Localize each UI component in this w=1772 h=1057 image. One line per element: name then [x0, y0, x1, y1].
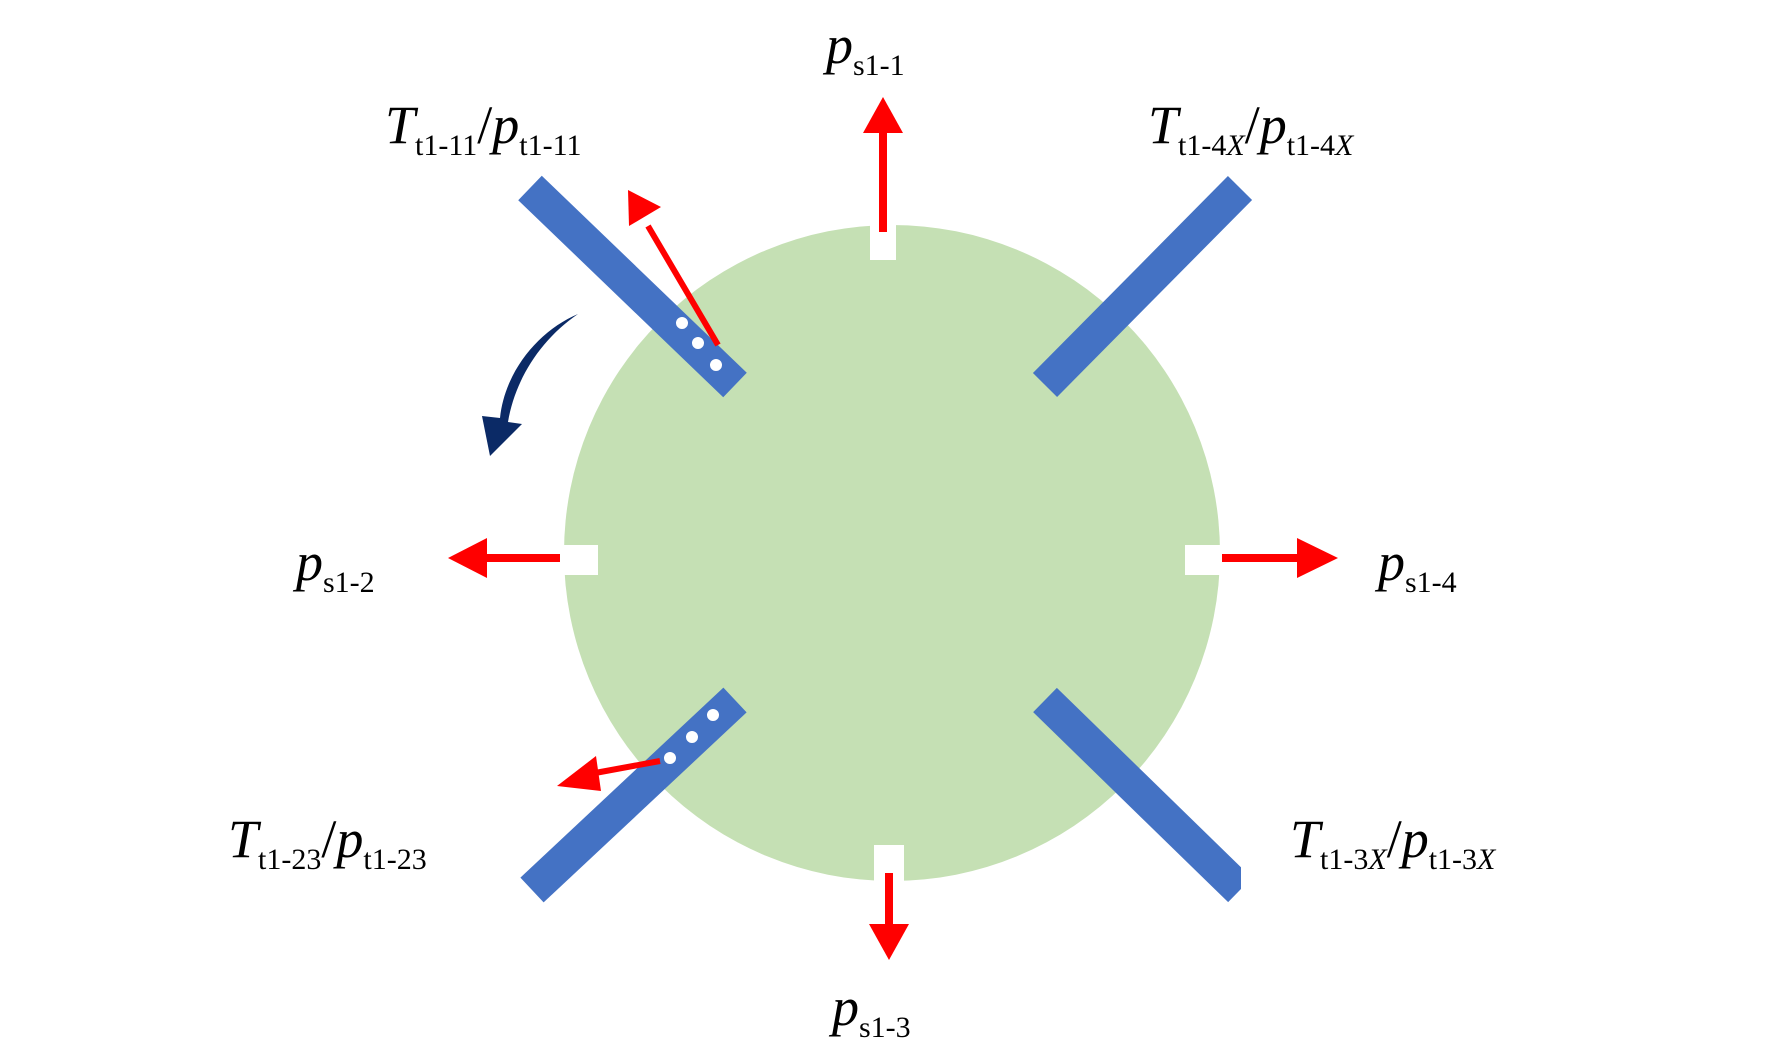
label-subscript: t1-3X [1429, 843, 1496, 876]
label-subscript: s1-3 [859, 1011, 911, 1044]
label-tt1-4x: Tt1-4X/pt1-4X [1148, 95, 1353, 161]
probe-rake-top-left [518, 175, 747, 398]
probe-rake-bottom-right [1033, 687, 1252, 903]
probe-hole [708, 357, 724, 373]
label-subscript-italic: X [1477, 843, 1496, 876]
clip-mask-bottom-right [1241, 850, 1321, 930]
label-main: T [228, 809, 259, 869]
arrow-ps1-3 [869, 873, 909, 960]
label-ps1-4: ps1-4 [1378, 532, 1457, 598]
arrow-ps1-4 [1222, 538, 1338, 578]
label-main: p [1378, 532, 1405, 592]
label-subscript-text: t1-4 [1286, 129, 1336, 162]
probe-hole [690, 335, 706, 351]
label-separator: / [477, 95, 493, 155]
label-subscript: t1-23 [258, 843, 322, 876]
label-main: p [832, 977, 859, 1037]
label-main: T [1148, 95, 1179, 155]
static-tap-right [1185, 545, 1227, 575]
label-subscript: s1-4 [1405, 566, 1457, 599]
label-tt1-3x: Tt1-3X/pt1-3X [1290, 809, 1495, 875]
probe-hole [674, 315, 690, 331]
label-subscript: t1-4X [1287, 129, 1354, 162]
label-subscript: t1-4X [1178, 129, 1245, 162]
label-subscript: t1-3X [1320, 843, 1387, 876]
label-main: T [385, 95, 416, 155]
label-tt1-11: Tt1-11/pt1-11 [385, 95, 582, 161]
label-subscript: s1-1 [853, 49, 905, 82]
label-main: p [296, 532, 323, 592]
label-subscript: s1-2 [323, 566, 375, 599]
label-subscript-text: t1-3 [1320, 843, 1369, 876]
label-separator: / [1386, 809, 1402, 869]
label-main: p [492, 95, 520, 155]
probe-rake-bottom-left [520, 687, 747, 903]
label-separator: / [1244, 95, 1260, 155]
label-subscript-italic: X [1368, 843, 1387, 876]
label-main: p [1401, 809, 1429, 869]
arrow-pt1-23 [557, 756, 661, 791]
label-subscript: t1-11 [519, 129, 582, 162]
probe-hole [684, 729, 700, 745]
label-main: p [1259, 95, 1287, 155]
label-separator: / [321, 809, 337, 869]
probe-hole [662, 750, 678, 766]
label-subscript-italic: X [1335, 129, 1354, 162]
label-subscript-text: t1-3 [1428, 843, 1478, 876]
label-ps1-1: ps1-1 [826, 15, 905, 81]
label-ps1-2: ps1-2 [296, 532, 375, 598]
label-subscript: t1-23 [363, 843, 427, 876]
label-subscript-text: t1-4 [1178, 129, 1227, 162]
label-main: T [1290, 809, 1321, 869]
probe-rake-top-right [1032, 176, 1253, 397]
arrow-pt1-11 [628, 190, 721, 347]
arrow-ps1-2 [448, 538, 560, 578]
probe-hole [705, 707, 721, 723]
label-ps1-3: ps1-3 [832, 977, 911, 1043]
label-main: p [826, 15, 853, 75]
label-main: p [336, 809, 364, 869]
static-tap-left [556, 545, 598, 575]
arrow-ps1-1 [863, 97, 903, 232]
label-tt1-23: Tt1-23/pt1-23 [228, 809, 427, 875]
label-subscript: t1-11 [415, 129, 478, 162]
label-subscript-italic: X [1226, 129, 1245, 162]
rotation-direction-arrow [482, 314, 578, 456]
